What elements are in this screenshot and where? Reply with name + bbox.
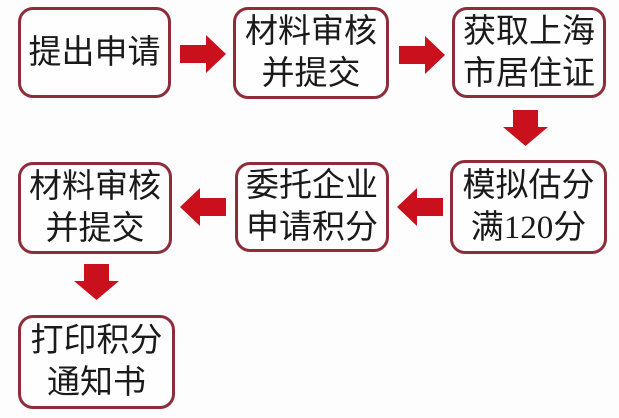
flow-node-label: 委托企业 xyxy=(246,168,378,204)
flow-node-label: 材料审核 xyxy=(29,169,161,205)
flow-node-label: 申请积分 xyxy=(246,210,378,246)
flow-node-review-submit-1: 材料审核 并提交 xyxy=(233,7,389,99)
flow-node-entrust-company: 委托企业 申请积分 xyxy=(235,162,389,252)
flow-node-get-permit: 获取上海 市居住证 xyxy=(452,7,606,98)
flow-node-mock-score: 模拟估分 满120分 xyxy=(450,160,607,254)
down-arrow-icon xyxy=(503,110,548,146)
flow-node-label: 模拟估分 xyxy=(462,168,595,204)
flow-node-label: 获取上海 xyxy=(463,13,595,50)
flow-node-label: 通知书 xyxy=(47,365,146,401)
flow-node-label: 并提交 xyxy=(45,211,145,247)
flow-node-label: 材料审核 xyxy=(245,14,377,50)
flow-node-label: 满120分 xyxy=(470,210,587,246)
right-arrow-icon xyxy=(399,36,445,74)
left-arrow-icon xyxy=(397,188,443,226)
flow-node-label: 打印积分 xyxy=(30,323,163,359)
flow-node-label: 市居住证 xyxy=(463,55,595,92)
flow-node-print-notice: 打印积分 通知书 xyxy=(18,315,175,409)
down-arrow-icon xyxy=(74,264,119,300)
flow-node-label: 并提交 xyxy=(261,56,361,92)
flow-node-review-submit-2: 材料审核 并提交 xyxy=(18,162,172,254)
flow-node-apply: 提出申请 xyxy=(18,7,171,98)
left-arrow-icon xyxy=(180,188,226,226)
right-arrow-icon xyxy=(180,35,226,73)
flow-node-label: 提出申请 xyxy=(28,34,161,71)
